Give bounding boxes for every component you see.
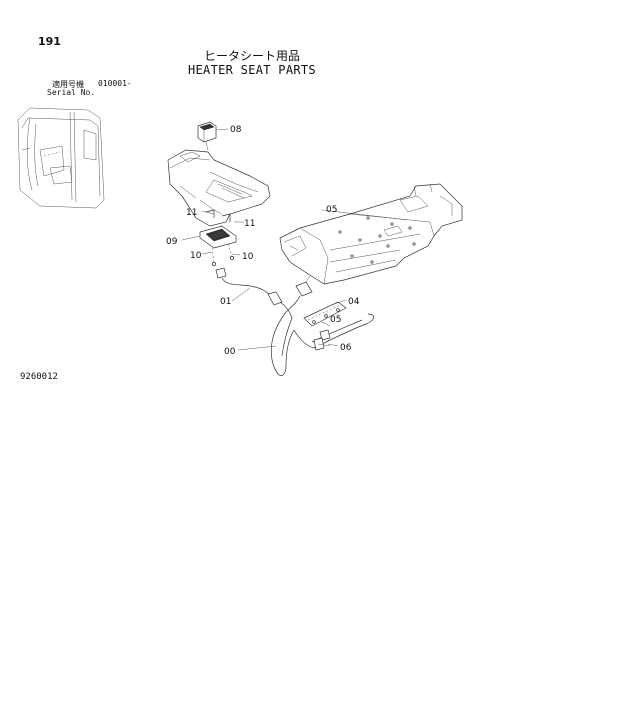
callout-05-floor: 05 — [326, 205, 337, 215]
serial-value: 010001- — [98, 79, 132, 88]
callout-10-right: 10 — [242, 252, 254, 262]
part-11-brackets — [205, 209, 231, 222]
figure-number: 9260012 — [20, 372, 58, 382]
title-english: HEATER SEAT PARTS — [188, 63, 316, 77]
title-japanese: ヒータシート用品 — [204, 49, 301, 63]
part-08-switch — [197, 121, 217, 151]
callout-04: 04 — [348, 297, 360, 307]
part-04-heater-element — [303, 301, 347, 327]
page-number: 191 — [38, 35, 61, 48]
callout-06: 06 — [340, 343, 352, 353]
right-console — [167, 149, 271, 227]
callout-09: 09 — [166, 237, 178, 247]
callout-labels: 08 05 11 11 09 10 10 01 04 05 06 00 — [166, 125, 360, 357]
part-10-screws — [211, 243, 234, 266]
part-01-harness — [215, 267, 293, 319]
callout-11-left: 11 — [186, 208, 197, 218]
cab-locator-thumbnail — [17, 107, 105, 209]
part-05-06-clips — [313, 329, 331, 351]
cab-floor-plate — [279, 183, 463, 285]
callout-08: 08 — [230, 125, 242, 135]
callout-00: 00 — [224, 347, 236, 357]
callout-05-clip: 05 — [330, 315, 341, 325]
callout-01: 01 — [220, 297, 231, 307]
serial-label-japanese: 適用号機 — [52, 80, 84, 89]
harness-connector — [285, 275, 313, 313]
callout-11-right: 11 — [244, 219, 255, 229]
callout-10-left: 10 — [190, 251, 202, 261]
leader-lines — [181, 128, 409, 351]
part-09-heater-switch-panel — [199, 225, 237, 249]
part-00-harness — [270, 311, 375, 376]
serial-label-english: Serial No. — [47, 88, 96, 97]
